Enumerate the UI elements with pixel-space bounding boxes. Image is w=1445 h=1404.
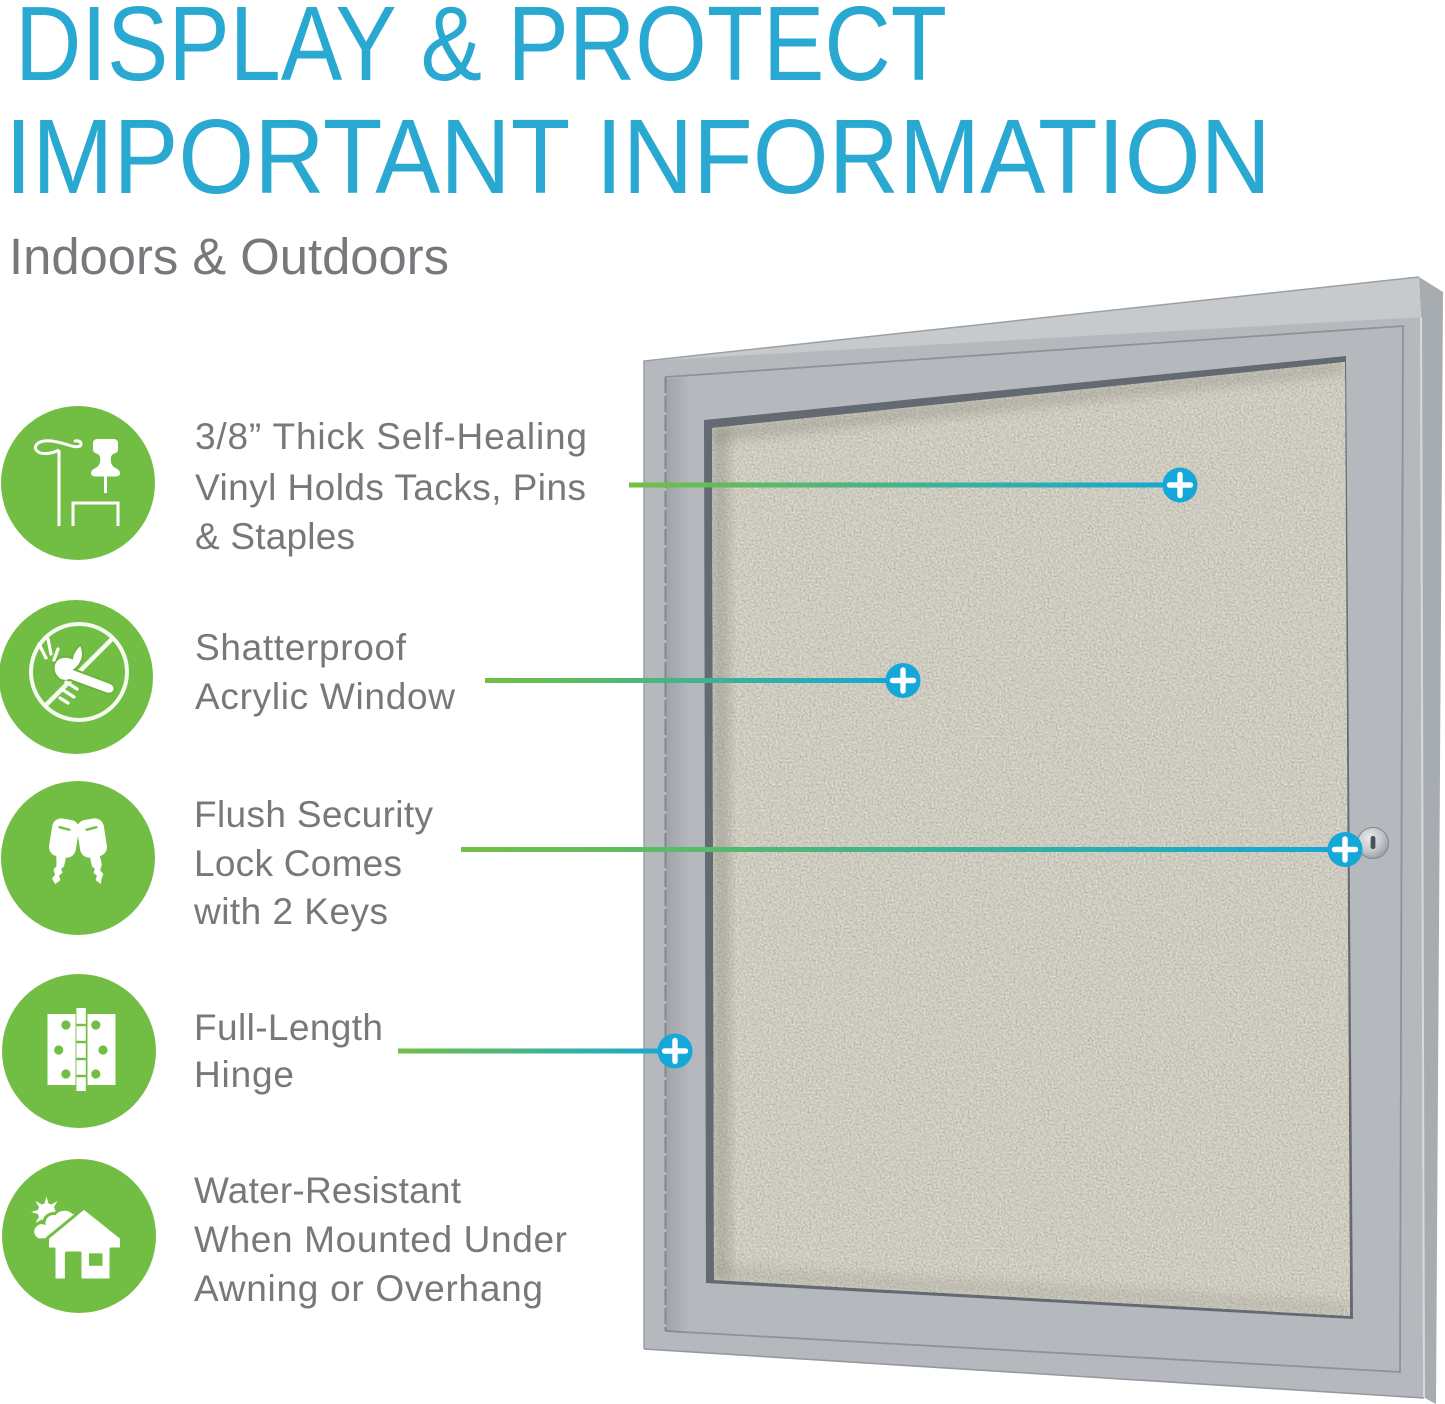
svg-text:3/8” Thick Self-Healing: 3/8” Thick Self-Healing	[195, 416, 587, 457]
svg-text:When Mounted Under: When Mounted Under	[194, 1219, 567, 1260]
svg-text:Indoors & Outdoors: Indoors & Outdoors	[9, 228, 449, 285]
svg-text:with 2 Keys: with 2 Keys	[193, 891, 388, 932]
svg-text:Vinyl Holds Tacks, Pins: Vinyl Holds Tacks, Pins	[195, 467, 586, 508]
svg-text:Water-Resistant: Water-Resistant	[194, 1170, 462, 1211]
svg-text:Hinge: Hinge	[194, 1054, 294, 1095]
svg-text:& Staples: & Staples	[195, 516, 355, 557]
svg-text:Awning or Overhang: Awning or Overhang	[194, 1268, 543, 1309]
svg-text:Flush Security: Flush Security	[194, 794, 434, 835]
svg-text:DISPLAY & PROTECT: DISPLAY & PROTECT	[15, 0, 947, 103]
svg-text:Lock Comes: Lock Comes	[194, 843, 402, 884]
svg-text:Full-Length: Full-Length	[194, 1007, 383, 1048]
svg-text:Acrylic Window: Acrylic Window	[195, 676, 455, 717]
svg-text:Shatterproof: Shatterproof	[195, 627, 407, 668]
svg-text:IMPORTANT INFORMATION: IMPORTANT INFORMATION	[5, 98, 1271, 216]
